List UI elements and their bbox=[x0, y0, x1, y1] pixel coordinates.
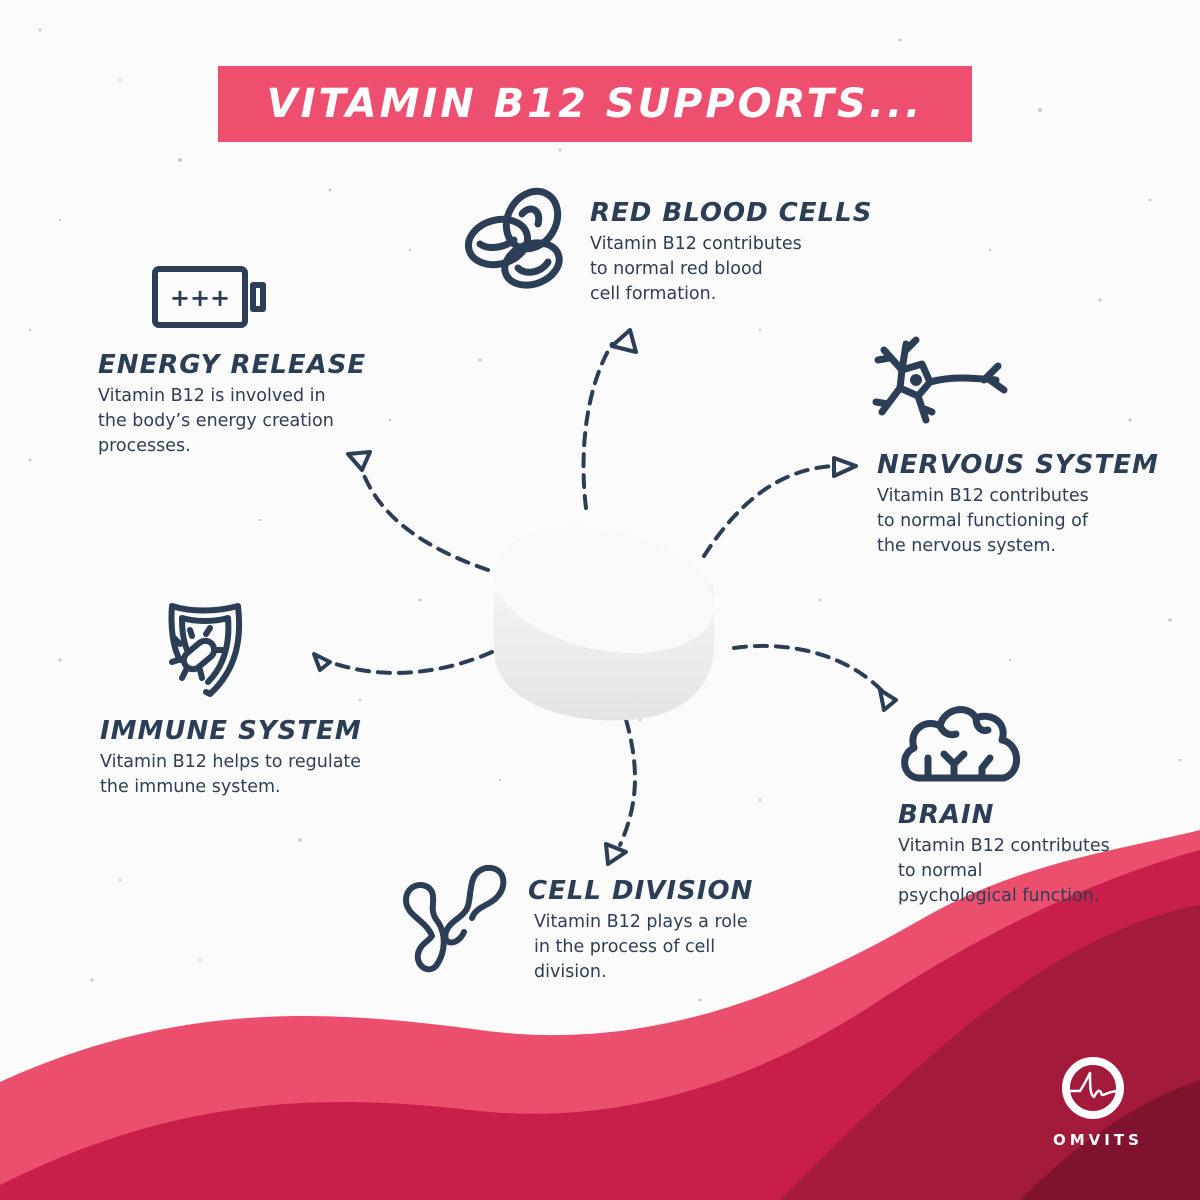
battery-icon: +++ bbox=[152, 266, 270, 334]
shield-bacteria-icon bbox=[166, 600, 246, 704]
benefit-description: Vitamin B12 helps to regulate the immune… bbox=[100, 752, 362, 797]
benefit-title: IMMUNE SYSTEM bbox=[100, 716, 362, 746]
brand-name: OMVITS bbox=[1053, 1131, 1143, 1149]
brand-logo: OMVITS bbox=[1053, 1055, 1143, 1149]
arrowhead-immune bbox=[312, 652, 332, 672]
page-title: VITAMIN B12 SUPPORTS... bbox=[266, 81, 924, 127]
benefit-description: Vitamin B12 contributes to normal red bl… bbox=[590, 234, 802, 304]
benefit-immune-system: IMMUNE SYSTEM Vitamin B12 helps to regul… bbox=[100, 716, 362, 800]
neuron-icon bbox=[872, 336, 1012, 430]
benefit-title: ENERGY RELEASE bbox=[98, 350, 367, 380]
benefit-description: Vitamin B12 plays a role in the process … bbox=[534, 912, 748, 982]
benefit-description: Vitamin B12 contributes to normal psycho… bbox=[898, 836, 1110, 906]
benefit-description: Vitamin B12 is involved in the body’s en… bbox=[98, 386, 334, 456]
benefit-title: BRAIN bbox=[898, 800, 995, 830]
svg-text:+++: +++ bbox=[170, 284, 230, 312]
benefit-cell-division: CELL DIVISION Vitamin B12 plays a role i… bbox=[528, 876, 753, 985]
arrowhead-cell-division bbox=[604, 842, 628, 866]
red-blood-cells-icon bbox=[462, 184, 572, 298]
arrowhead-brain bbox=[878, 688, 898, 712]
arrowhead-nervous bbox=[832, 456, 858, 478]
benefit-title: CELL DIVISION bbox=[528, 876, 754, 906]
b12-tablet-image bbox=[493, 526, 715, 721]
benefit-energy-release: ENERGY RELEASE Vitamin B12 is involved i… bbox=[98, 350, 366, 459]
title-banner: VITAMIN B12 SUPPORTS... bbox=[218, 66, 972, 142]
benefit-description: Vitamin B12 contributes to normal functi… bbox=[877, 486, 1089, 556]
omvits-logo-icon bbox=[1062, 1057, 1124, 1119]
arrowhead-energy bbox=[346, 450, 372, 472]
benefit-title: NERVOUS SYSTEM bbox=[877, 450, 1159, 480]
benefit-red-blood-cells: RED BLOOD CELLS Vitamin B12 contributes … bbox=[590, 198, 872, 307]
benefit-nervous-system: NERVOUS SYSTEM Vitamin B12 contributes t… bbox=[877, 450, 1159, 559]
benefit-title: RED BLOOD CELLS bbox=[590, 198, 873, 228]
arrowhead-red-blood-cells bbox=[610, 328, 638, 354]
cell-division-icon bbox=[402, 862, 512, 978]
brain-icon bbox=[898, 700, 1024, 790]
benefit-brain: BRAIN Vitamin B12 contributes to normal … bbox=[898, 800, 1110, 909]
